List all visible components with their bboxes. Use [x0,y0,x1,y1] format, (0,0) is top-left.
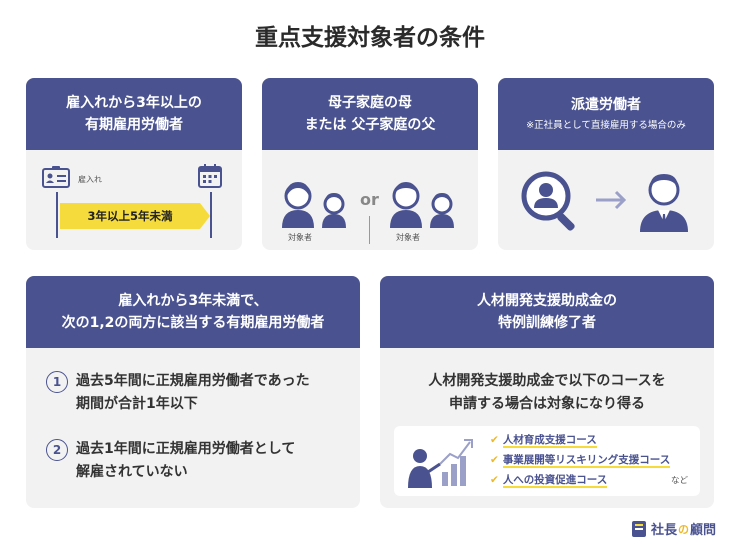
divider [369,216,370,244]
card-description: 人材開発支援助成金で以下のコースを 申請する場合は対象になり得る [380,370,714,416]
course-label: 人材育成支援コース [502,434,597,448]
card-header-line1: 母子家庭の母 [328,95,412,111]
timeline-start-line [56,192,58,238]
item-text-line2: 期間が合計1年以下 [76,396,198,412]
card-header: 雇入れから3年未満で、 次の1,2の両方に該当する有期雇用労働者 [26,276,360,348]
id-card-icon [42,166,70,188]
period-bar: 3年以上5年未満 [60,203,200,229]
logo-text-3: 顧問 [689,523,716,538]
card-header-line1: 派遣労働者 [571,97,641,113]
course-label: 人への投資促進コース [502,474,608,488]
logo-text-1: 社長 [650,523,677,538]
presenter-chart-icon [408,439,473,488]
item-text: 過去1年間に正規雇用労働者として 解雇されていない [76,438,346,484]
card-header: 人材開発支援助成金の 特例訓練修了者 [380,276,714,348]
or-label: or [360,190,379,209]
item-text: 過去5年間に正規雇用労働者であった 期間が合計1年以下 [76,370,346,416]
course-item-3: ✔人への投資促進コース [490,472,608,488]
card-header: 派遣労働者 ※正社員として直接雇用する場合のみ [498,78,714,150]
mother-child-icon [282,182,346,228]
page-title: 重点支援対象者の条件 [255,25,485,51]
brand-logo: 社長 の 顧問 [631,519,716,538]
check-icon: ✔ [490,474,499,486]
card-header: 雇入れから3年以上の 有期雇用労働者 [26,78,242,150]
card-header-line2: または 父子家庭の父 [304,117,436,133]
book-icon [631,520,646,537]
course-item-1: ✔人材育成支援コース [490,432,597,448]
arrow-right-icon [596,190,627,210]
card-single-parent: 母子家庭の母 または 父子家庭の父 対象者 or 対象者 [262,78,478,250]
employee-icon [640,174,688,232]
left-caption: 対象者 [288,233,312,242]
right-caption: 対象者 [396,233,420,242]
card-short-term-fixed: 雇入れから3年未満で、 次の1,2の両方に該当する有期雇用労働者 1 過去5年間… [26,276,360,508]
card-special-training: 人材開発支援助成金の 特例訓練修了者 人材開発支援助成金で以下のコースを 申請す… [380,276,714,508]
card-header-line1: 雇入れから3年以上の [66,95,202,111]
card-header-line1: 人材開発支援助成金の [477,293,617,309]
timeline-end-line [210,192,212,238]
card-dispatch-worker: 派遣労働者 ※正社員として直接雇用する場合のみ [498,78,714,250]
condition-item-2: 2 過去1年間に正規雇用労働者として 解雇されていない [46,438,346,484]
item-text-line1: 過去1年間に正規雇用労働者として [76,441,296,457]
timeline: 雇入れ 3年以上5年未満 [26,150,242,250]
course-list: ✔人材育成支援コース ✔事業展開等リスキリング支援コース ✔人への投資促進コース… [394,426,700,496]
course-label: 事業展開等リスキリング支援コース [502,454,671,468]
check-icon: ✔ [490,434,499,446]
item-text-line1: 過去5年間に正規雇用労働者であった [76,373,310,389]
item-text-line2: 解雇されていない [76,464,188,480]
condition-item-1: 1 過去5年間に正規雇用労働者であった 期間が合計1年以下 [46,370,346,416]
card-header-line2: 次の1,2の両方に該当する有期雇用労働者 [61,315,325,331]
card-long-term-fixed: 雇入れから3年以上の 有期雇用労働者 雇入れ 3年以上5年未満 [26,78,242,250]
description-line2: 申請する場合は対象になり得る [449,396,645,412]
calendar-icon [198,164,222,188]
item-number: 2 [46,439,68,461]
hire-label: 雇入れ [78,175,102,184]
item-number: 1 [46,371,68,393]
check-icon: ✔ [490,454,499,466]
logo-text-2: の [677,522,689,536]
description-line1: 人材開発支援助成金で以下のコースを [428,373,666,389]
card-header-line2: 特例訓練修了者 [498,315,596,331]
magnifier-person-icon [521,171,575,231]
card-header: 母子家庭の母 または 父子家庭の父 [262,78,478,150]
father-child-icon [390,182,454,228]
period-bar-tip [200,203,210,229]
course-item-2: ✔事業展開等リスキリング支援コース [490,452,671,468]
card-header-line1: 雇入れから3年未満で、 [118,293,268,309]
etc-label: など [670,476,688,486]
card-header-note: ※正社員として直接雇用する場合のみ [526,120,686,131]
card-header-line2: 有期雇用労働者 [85,117,183,133]
